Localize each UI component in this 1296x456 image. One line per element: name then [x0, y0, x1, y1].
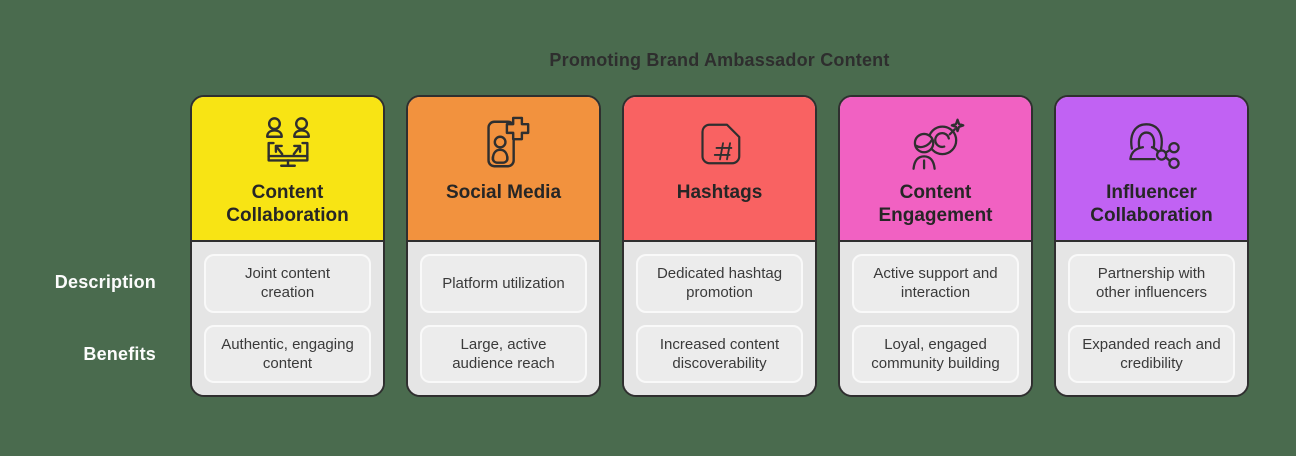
- phone-person-add-icon: [473, 111, 535, 177]
- card-body: Joint content creation Authentic, engagi…: [192, 242, 383, 395]
- description-cell: Partnership with other influencers: [1068, 254, 1235, 313]
- card-body: Dedicated hashtag promotion Increased co…: [624, 242, 815, 395]
- benefits-cell: Loyal, engaged community building: [852, 324, 1019, 383]
- woman-share-icon: [1119, 111, 1185, 177]
- description-cell: Active support and interaction: [852, 254, 1019, 313]
- benefits-cell: Expanded reach and credibility: [1068, 324, 1235, 383]
- card-header: Content Collaboration: [192, 97, 383, 242]
- description-cell: Joint content creation: [204, 254, 371, 313]
- card-body: Platform utilization Large, active audie…: [408, 242, 599, 395]
- benefits-cell: Authentic, engaging content: [204, 324, 371, 383]
- description-cell: Platform utilization: [420, 254, 587, 313]
- card-content-engagement: Content Engagement Active support and in…: [838, 95, 1033, 397]
- diagram-title: Promoting Brand Ambassador Content: [549, 50, 890, 70]
- card-body: Partnership with other influencers Expan…: [1056, 242, 1247, 395]
- card-body: Active support and interaction Loyal, en…: [840, 242, 1031, 395]
- person-target-icon: [903, 111, 969, 177]
- card-title: Content Collaboration: [226, 182, 349, 226]
- row-label-description: Description: [54, 271, 156, 292]
- card-influencer-collaboration: Influencer Collaboration Partnership wit…: [1054, 95, 1249, 397]
- card-header: Social Media: [408, 97, 599, 242]
- card-header: Influencer Collaboration: [1056, 97, 1247, 242]
- card-row: Content Collaboration Joint content crea…: [190, 95, 1249, 397]
- card-title: Hashtags: [676, 182, 763, 203]
- card-header: Content Engagement: [840, 97, 1031, 242]
- card-social-media: Social Media Platform utilization Large,…: [406, 95, 601, 397]
- hashtag-note-icon: [692, 111, 748, 177]
- card-title: Social Media: [445, 182, 562, 203]
- benefits-cell: Large, active audience reach: [420, 324, 587, 383]
- card-title: Influencer Collaboration: [1090, 182, 1213, 226]
- card-content-collaboration: Content Collaboration Joint content crea…: [190, 95, 385, 397]
- card-header: Hashtags: [624, 97, 815, 242]
- description-cell: Dedicated hashtag promotion: [636, 254, 803, 313]
- row-label-benefits: Benefits: [83, 343, 156, 364]
- card-title: Content Engagement: [878, 182, 993, 226]
- benefits-cell: Increased content discoverability: [636, 324, 803, 383]
- collaboration-devices-icon: [257, 111, 319, 177]
- card-hashtags: Hashtags Dedicated hashtag promotion Inc…: [622, 95, 817, 397]
